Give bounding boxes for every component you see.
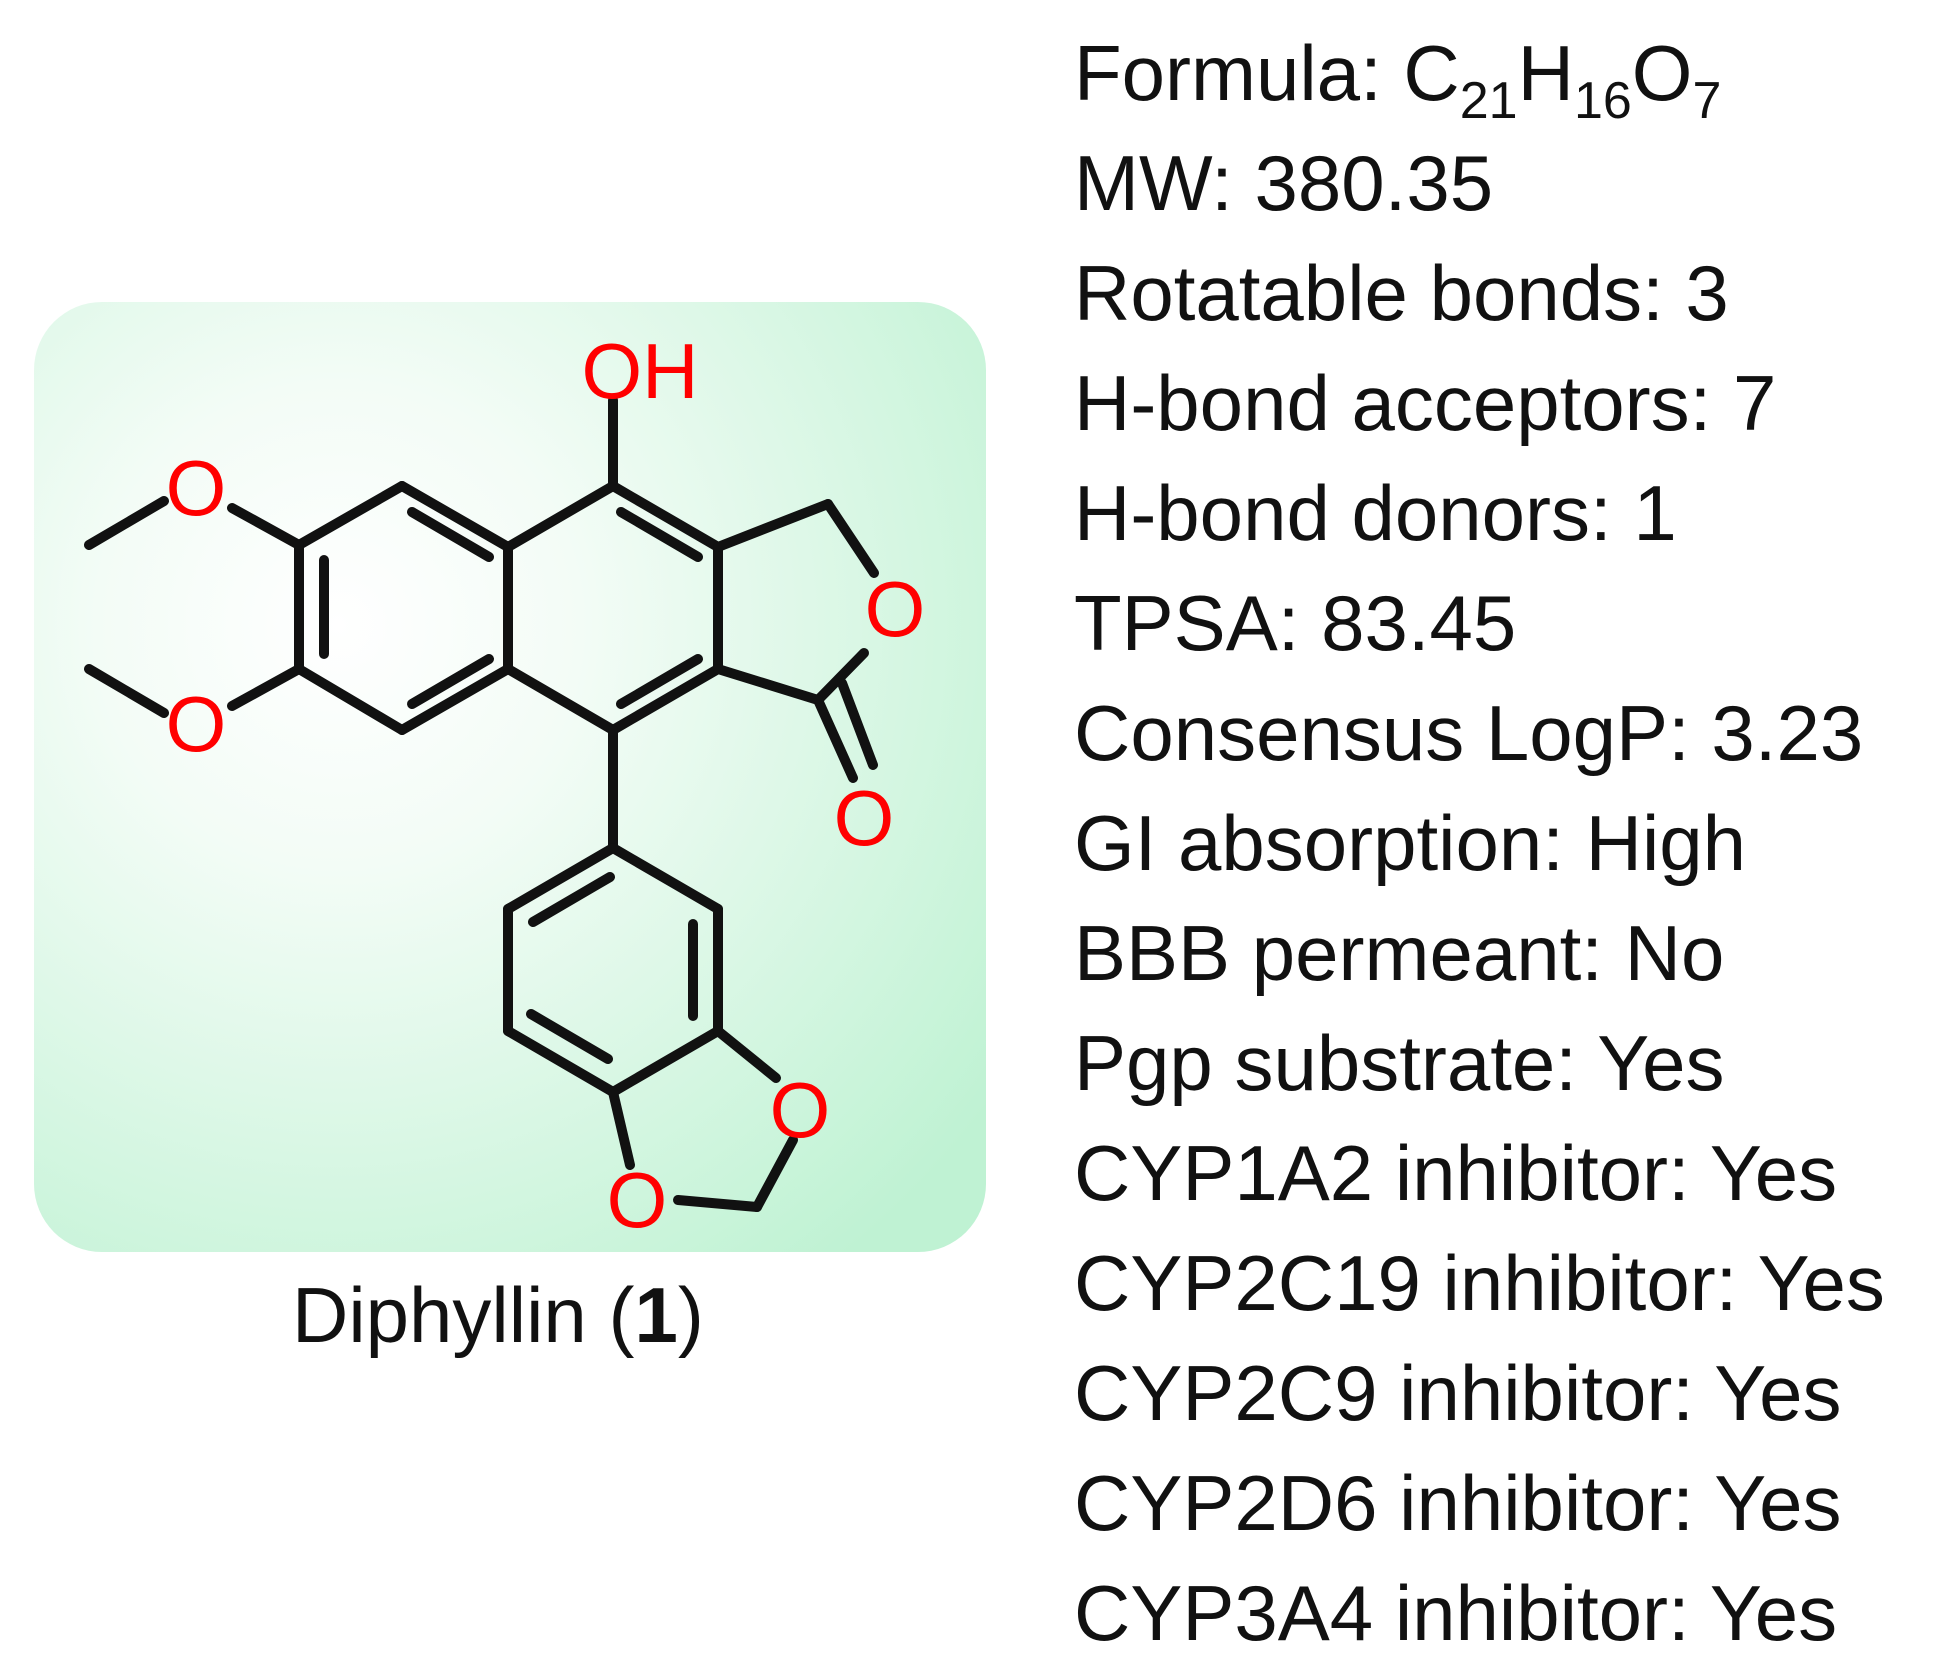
bond [503,664,618,735]
formula-label: Formula: [1074,29,1404,117]
property-cyp2c19: CYP2C19 inhibitor: Yes [1074,1239,1885,1327]
bond-inner [407,654,494,709]
bond [713,499,833,552]
formula-element-c: C [1403,29,1460,117]
property-cyp2d6: CYP2D6 inhibitor: Yes [1074,1459,1842,1547]
property-formula: Formula: C21H16O7 [1074,18,1885,128]
bond [713,1026,781,1083]
bond [608,481,723,552]
bond [608,1087,635,1170]
property-cyp1a2: CYP1A2 inhibitor: Yes [1074,1129,1838,1217]
bond [713,664,823,705]
property-list: Formula: C21H16O7 MW: 380.35 Rotatable b… [1074,18,1885,1668]
bond-inner [616,507,703,562]
bond [752,1135,798,1212]
bond [837,678,878,770]
bond [503,1026,618,1097]
bond [294,664,407,735]
property-pgp-substrate: Pgp substrate: Yes [1074,1019,1725,1107]
bond [608,1026,723,1097]
bond [397,664,513,735]
bond [813,648,869,705]
formula-element-h: H [1517,29,1574,117]
compound-name: Diphyllin [292,1271,587,1359]
dioxole-oxygen-right: O [770,1066,831,1154]
bond [84,496,169,550]
bond-inner [407,507,494,562]
bond-inner [526,1009,613,1064]
bond [813,695,858,783]
property-consensus-logp: Consensus LogP: 3.23 [1074,689,1864,777]
structure-diagram: OH O O O O O O [34,302,986,1252]
bond [397,481,513,552]
bond [503,481,618,552]
atom-labels: OH O O O O O O [166,327,926,1244]
lactone-ring-oxygen: O [865,565,926,653]
formula-element-o: O [1631,29,1693,117]
property-hbond-acceptors: H-bond acceptors: 7 [1074,359,1777,447]
bond [294,481,407,550]
bond [823,499,879,578]
bond [503,843,618,914]
methoxy-oxygen-bottom: O [166,680,227,768]
bond [227,664,304,711]
property-cyp3a4: CYP3A4 inhibitor: Yes [1074,1569,1838,1657]
hydroxyl-label: OH [582,327,699,415]
formula-count-h: 16 [1573,72,1632,130]
formula-count-o: 7 [1692,72,1722,130]
dioxole-oxygen-left: O [607,1156,668,1244]
bond [673,1195,762,1212]
bond-inner [528,872,615,927]
compound-number: 1 [634,1271,678,1359]
bond [227,503,304,550]
property-bbb-permeant: BBB permeant: No [1074,909,1725,997]
property-tpsa: TPSA: 83.45 [1074,579,1517,667]
bond [84,664,169,718]
property-hbond-donors: H-bond donors: 1 [1074,469,1677,557]
methoxy-oxygen-top: O [166,444,227,532]
property-rotatable-bonds: Rotatable bonds: 3 [1074,249,1729,337]
carbonyl-oxygen: O [834,774,895,862]
property-mw: MW: 380.35 [1074,139,1494,227]
property-cyp2c9: CYP2C9 inhibitor: Yes [1074,1349,1842,1437]
bond [608,843,723,914]
bond-lines [84,395,879,1212]
property-gi-absorption: GI absorption: High [1074,799,1747,887]
compound-caption: Diphyllin (1) [292,1271,704,1359]
bond-inner [616,654,703,709]
bond [608,664,723,735]
formula-count-c: 21 [1459,72,1518,130]
